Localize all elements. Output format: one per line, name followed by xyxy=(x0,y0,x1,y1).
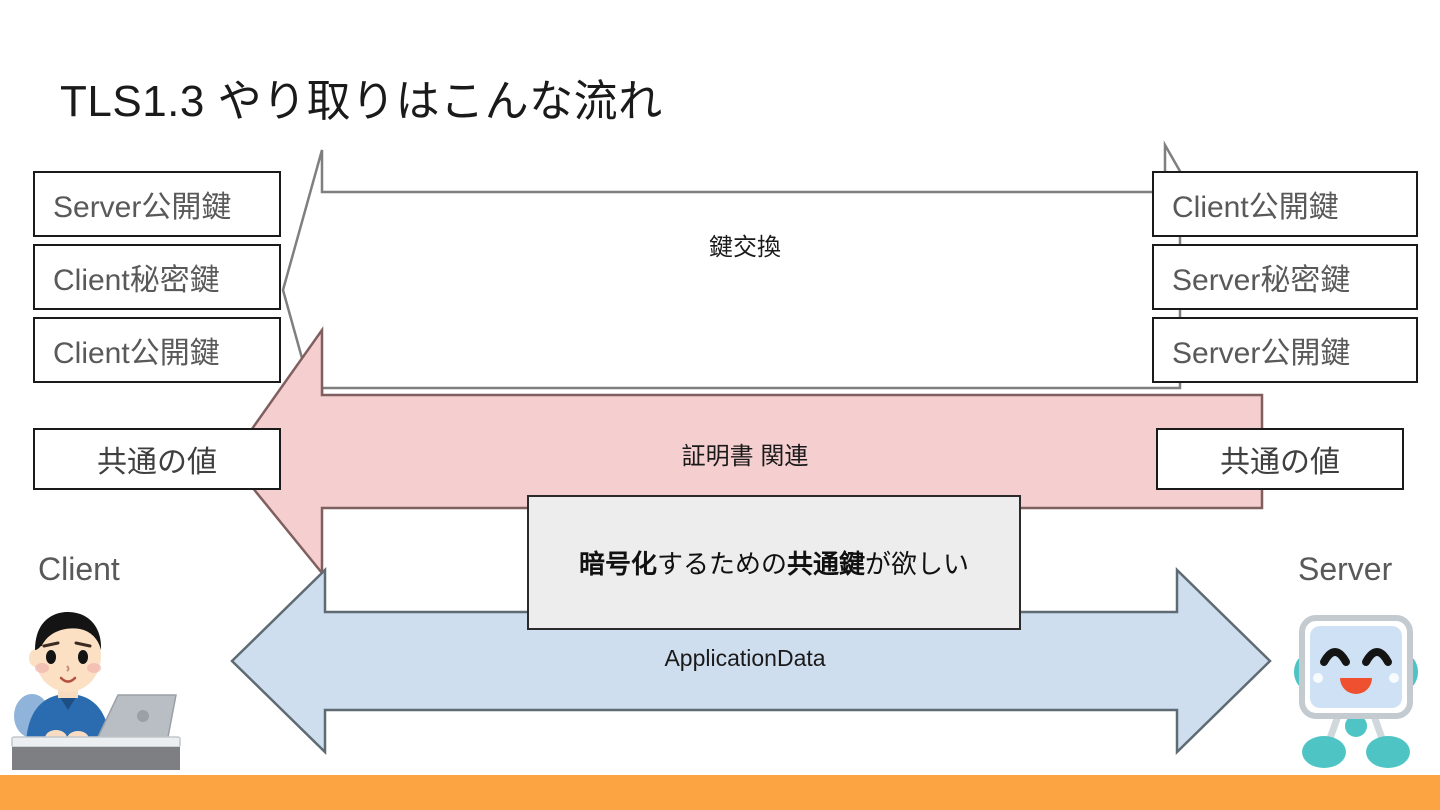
person-at-laptop-icon xyxy=(11,612,181,770)
callout-part-encryption: 暗号化 xyxy=(578,549,657,579)
right-key-box-server-public[interactable]: Server公開鍵 xyxy=(1152,317,1418,383)
page-title: TLS1.3 やり取りはこんな流れ xyxy=(60,77,663,126)
robot-server-icon xyxy=(1294,615,1418,768)
callout-box: 暗号化 するための 共通鍵 が欲しい xyxy=(527,495,1021,630)
right-key-box-server-private[interactable]: Server秘密鍵 xyxy=(1152,244,1418,310)
right-key-box-shared-value[interactable]: 共通の値 xyxy=(1156,428,1404,490)
right-key-box-client-public[interactable]: Client公開鍵 xyxy=(1152,171,1418,237)
endpoint-label-server: Server xyxy=(1298,551,1393,587)
bottom-accent-bar xyxy=(0,775,1440,810)
callout-part-shared-key: 共通鍵 xyxy=(787,549,866,579)
key-exchange-arrow-outline xyxy=(281,149,1182,431)
left-key-box-server-public[interactable]: Server公開鍵 xyxy=(33,171,281,237)
flow-label-certificate: 証明書 関連 xyxy=(681,443,809,470)
flow-label-key-exchange: 鍵交換 xyxy=(709,234,781,261)
left-key-box-shared-value[interactable]: 共通の値 xyxy=(33,428,281,490)
flow-label-application-data: ApplicationData xyxy=(664,645,826,671)
callout-part-connector-2: が欲しい xyxy=(865,549,970,579)
endpoint-label-client: Client xyxy=(38,551,120,587)
left-key-box-client-private[interactable]: Client秘密鍵 xyxy=(33,244,281,310)
callout-part-connector-1: するための xyxy=(656,549,787,579)
left-key-box-client-public[interactable]: Client公開鍵 xyxy=(33,317,281,383)
